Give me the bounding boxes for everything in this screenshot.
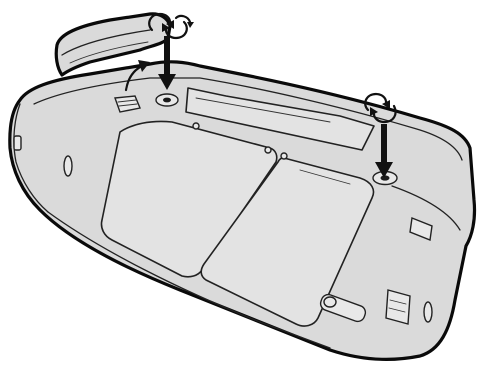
- device-body: [10, 62, 475, 360]
- connector-block: [386, 290, 410, 324]
- left-port: [14, 136, 21, 150]
- right-lanyard-hole: [424, 302, 432, 322]
- left-lanyard-hole: [64, 156, 72, 176]
